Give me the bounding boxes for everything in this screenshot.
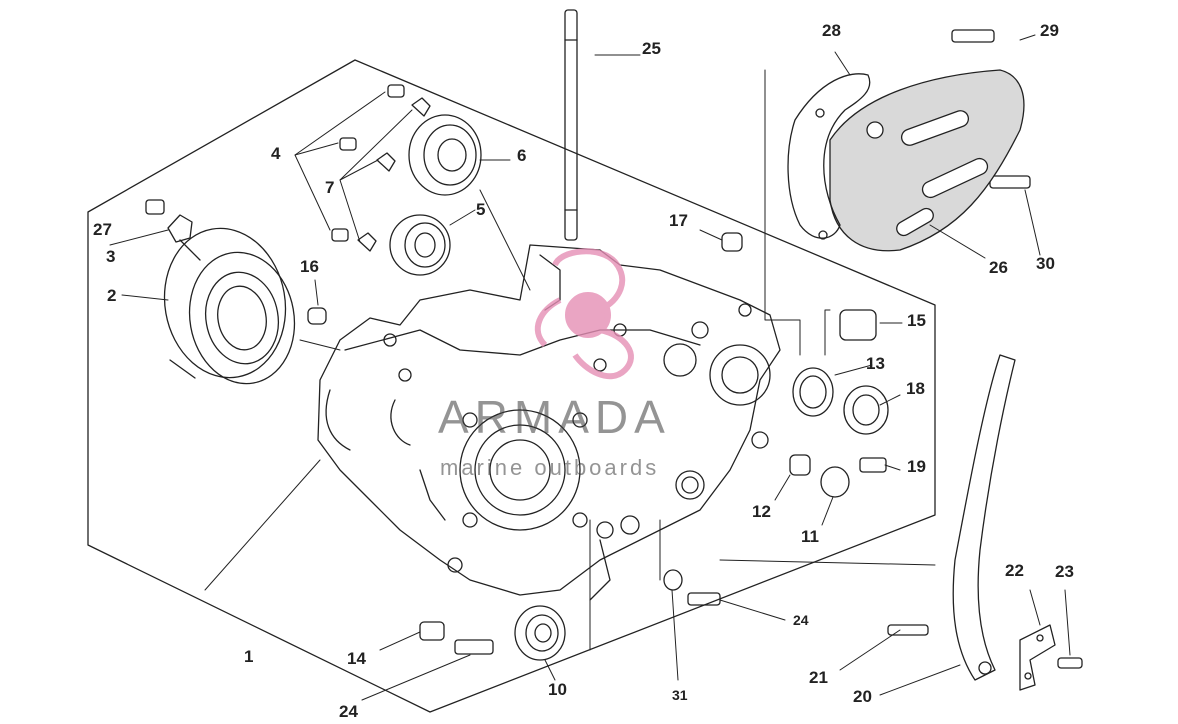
callout-5: 5 (476, 200, 486, 219)
part-5-bearing (389, 214, 451, 276)
callout-4: 4 (271, 144, 281, 163)
alignment-lines (299, 69, 936, 651)
part-28-gasket (787, 73, 871, 240)
callout-24-right: 24 (793, 612, 809, 628)
callout-7: 7 (325, 178, 335, 197)
callout-16: 16 (300, 257, 319, 276)
callout-22: 22 (1005, 561, 1024, 580)
callout-14: 14 (347, 649, 366, 668)
armada-logo-mark (534, 248, 634, 380)
part-26-cover (829, 69, 1025, 252)
callout-30: 30 (1036, 254, 1055, 273)
part-10-bearing (514, 605, 566, 661)
callout-1: 1 (244, 647, 254, 666)
part-20-chain-guide (952, 354, 1016, 681)
callout-15: 15 (907, 311, 926, 330)
callout-13: 13 (866, 354, 885, 373)
callout-20: 20 (853, 687, 872, 706)
part-6-bearing (408, 114, 482, 196)
callout-24-left: 24 (339, 702, 358, 721)
callout-12: 12 (752, 502, 771, 521)
callout-26: 26 (989, 258, 1008, 277)
part-2-roller-bearing (163, 227, 296, 385)
callout-31: 31 (672, 687, 688, 703)
callout-17: 17 (669, 211, 688, 230)
callout-25: 25 (642, 39, 661, 58)
callout-10: 10 (548, 680, 567, 699)
callout-2: 2 (107, 286, 117, 305)
callout-3: 3 (106, 247, 116, 266)
crankcase (317, 244, 781, 601)
callout-11: 11 (801, 527, 819, 546)
watermark-brand: ARMADA (438, 391, 671, 443)
callout-18: 18 (906, 379, 925, 398)
callout-21: 21 (809, 668, 828, 687)
assembly-frame (87, 59, 936, 713)
screws-and-pins (145, 29, 1083, 669)
callout-28: 28 (822, 21, 841, 40)
watermark-tagline: marine outboards (440, 455, 660, 480)
callout-23: 23 (1055, 562, 1074, 581)
leader-lines (109, 34, 1071, 701)
callout-19: 19 (907, 457, 926, 476)
callout-27: 27 (93, 220, 112, 239)
part-25-stud (564, 9, 578, 241)
callout-29: 29 (1040, 21, 1059, 40)
part-22-bracket (1019, 624, 1056, 691)
callout-6: 6 (517, 146, 527, 165)
